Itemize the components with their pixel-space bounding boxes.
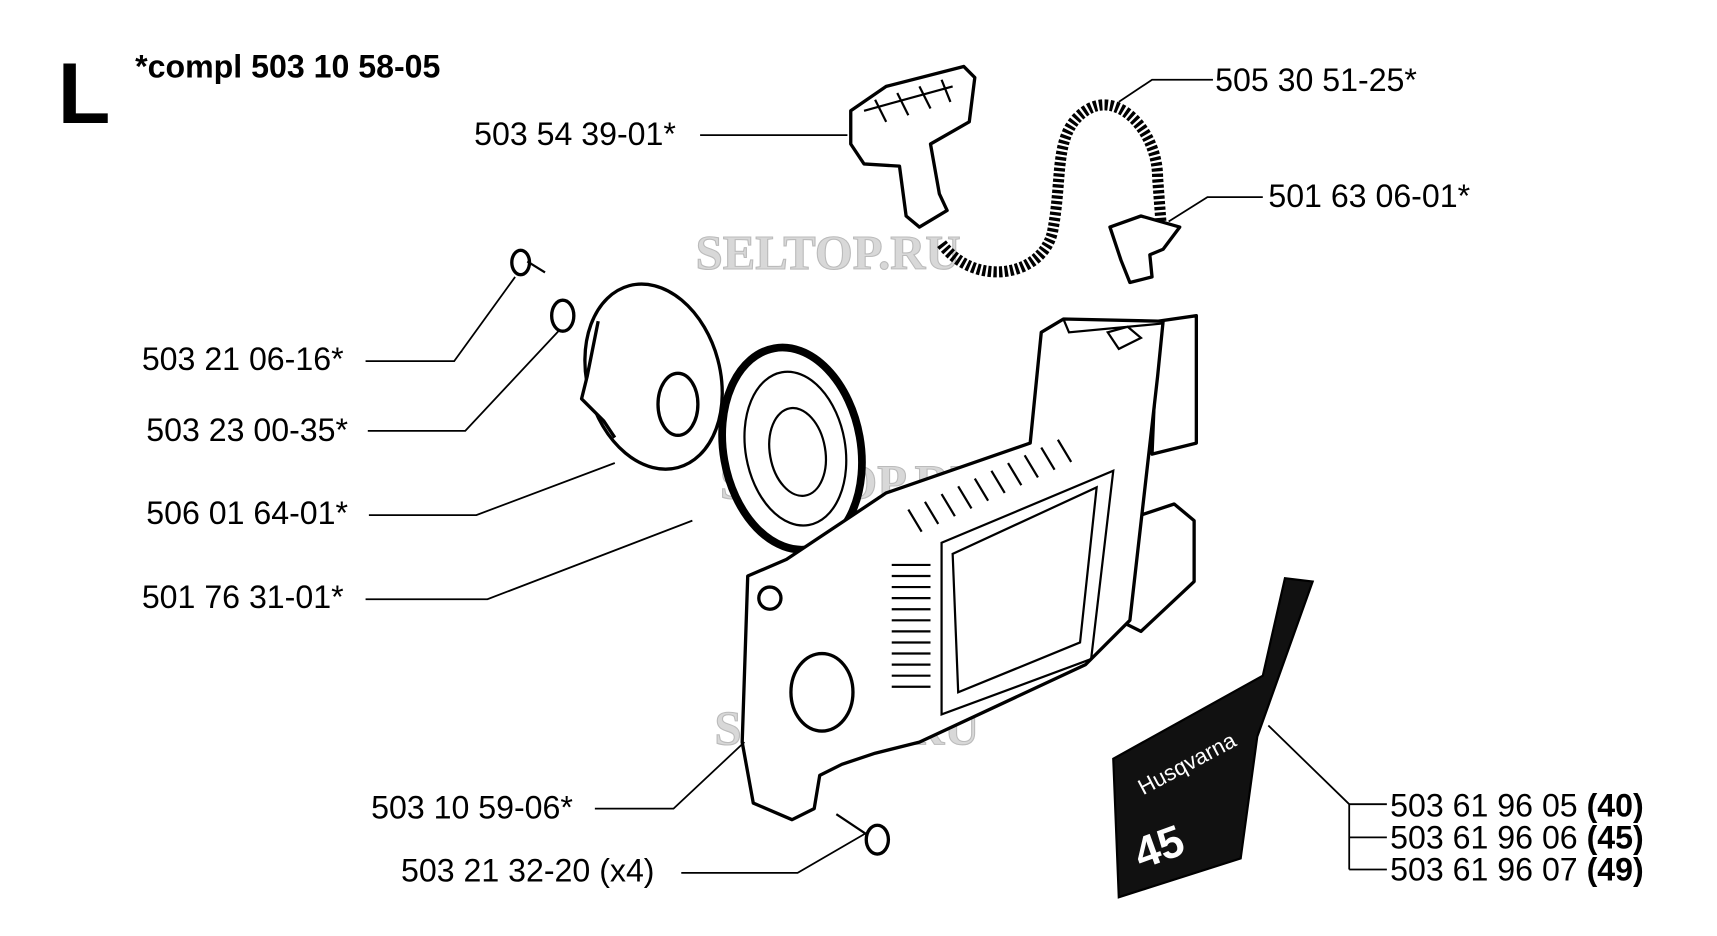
leader-lines bbox=[365, 78, 1387, 874]
housing-screw-drawing bbox=[835, 813, 891, 856]
part-label-pulley: 506 01 64-01* bbox=[146, 495, 348, 531]
rope-grip-drawing bbox=[1108, 214, 1182, 285]
starter-housing-drawing bbox=[740, 314, 1199, 822]
starter-rope-drawing bbox=[937, 99, 1167, 278]
washer-drawing bbox=[550, 298, 576, 333]
part-label-spring: 501 76 31-01* bbox=[142, 579, 344, 615]
spring-drawing bbox=[718, 343, 866, 554]
decal-variant: 503 61 96 05 (40) bbox=[1390, 787, 1644, 823]
watermark: SELTOP.RU bbox=[696, 226, 961, 280]
decal-variant: 503 61 96 07 (49) bbox=[1390, 852, 1644, 888]
part-label-rope-grip: 501 63 06-01* bbox=[1268, 178, 1470, 214]
part-label-housing-screws: 503 21 32-20 (x4) bbox=[401, 853, 654, 889]
assembly-label: *compl 503 10 58-05 bbox=[135, 49, 440, 85]
decal-drawing: Husqvarna 45 bbox=[1112, 576, 1315, 899]
part-label-handle: 503 54 39-01* bbox=[474, 116, 676, 152]
pulley-drawing bbox=[579, 282, 724, 471]
decal-variant: 503 61 96 06 (45) bbox=[1390, 819, 1644, 855]
part-label-washer: 503 23 00-35* bbox=[146, 412, 348, 448]
part-label-housing: 503 10 59-06* bbox=[371, 790, 573, 826]
part-label-rope: 505 30 51-25* bbox=[1215, 62, 1417, 98]
screw-drawing bbox=[510, 248, 546, 277]
starter-handle-drawing bbox=[849, 64, 977, 229]
part-label-screw: 503 21 06-16* bbox=[142, 341, 344, 377]
section-letter: L bbox=[58, 46, 111, 142]
